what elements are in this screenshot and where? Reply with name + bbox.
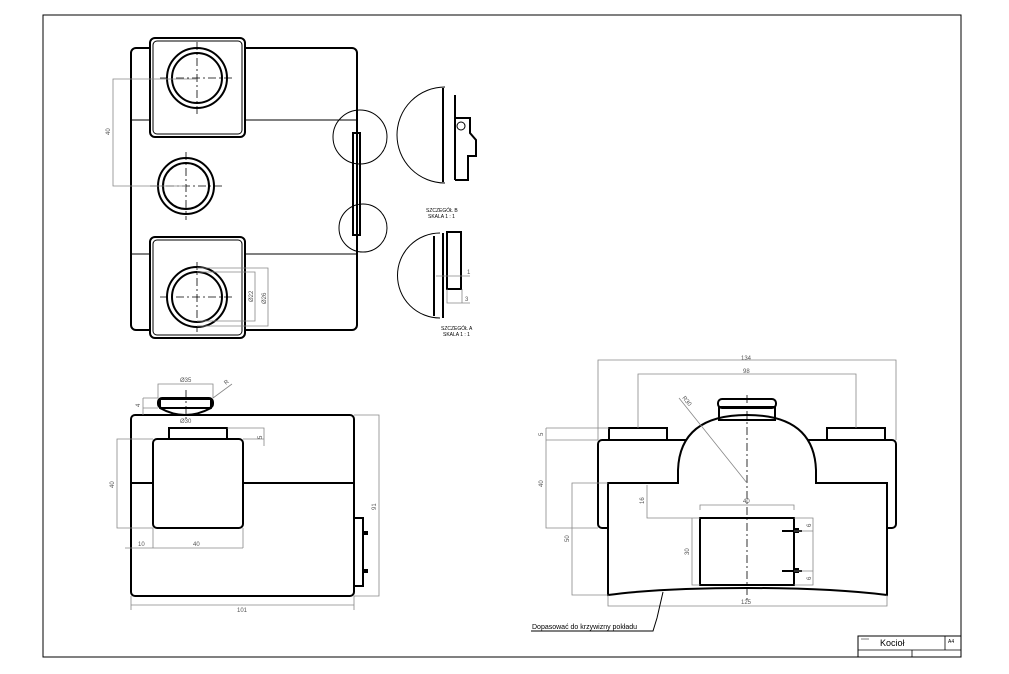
- dim-pad-spacing: 98: [743, 369, 750, 375]
- title-block: [857, 635, 962, 658]
- dim-height: 91: [372, 503, 378, 510]
- dim-offset: 10: [138, 542, 145, 548]
- drawing-title: Kocioł: [880, 638, 905, 648]
- dim-cap-dia: Ø35: [180, 378, 192, 384]
- sheet-size: A4: [948, 639, 954, 645]
- note-text: Dopasować do krzywizny pokładu: [532, 624, 637, 631]
- dim-door-height: 30: [685, 548, 691, 555]
- dim-cap-inner-dia: Ø30: [180, 419, 192, 425]
- detail-b-label: SZCZEGÓŁ B: [426, 207, 458, 214]
- dim-inner-dia: Ø22: [249, 290, 255, 302]
- dim-total-width: 134: [741, 356, 752, 362]
- dim-upper-h: 40: [539, 480, 545, 487]
- front-view: [116, 383, 380, 610]
- dim-lower-h: 50: [565, 535, 571, 542]
- dim-detail-a-1: 1: [467, 270, 471, 276]
- dim-width: 101: [237, 608, 248, 614]
- top-view: [112, 37, 388, 339]
- dim-base-width: 125: [741, 600, 752, 606]
- dim-pad-h: 5: [539, 432, 545, 436]
- dim-box-w: 40: [193, 542, 200, 548]
- detail-a-scale: SKALA 1 : 1: [443, 332, 470, 338]
- detail-b-scale: SKALA 1 : 1: [428, 214, 455, 220]
- dim-door-top: 16: [640, 497, 646, 504]
- dim-box-h: 40: [110, 481, 116, 488]
- side-view: [545, 359, 897, 607]
- dim-cap-radius: R: [223, 379, 231, 387]
- dim-lid-h: 5: [258, 435, 264, 439]
- dim-detail-a-3: 3: [465, 297, 469, 303]
- detail-a: [397, 231, 470, 319]
- dim-cap-h: 4: [136, 403, 142, 407]
- detail-a-label: SZCZEGÓŁ A: [441, 325, 473, 332]
- dim-outer-dia: Ø26: [262, 292, 268, 304]
- dim-hinge-bottom: 6: [807, 576, 813, 580]
- dim-hinge-top: 6: [807, 523, 813, 527]
- detail-b: [396, 86, 477, 184]
- note-leader: [531, 591, 664, 632]
- sheet-border: [42, 14, 962, 658]
- dim-door-width: 40: [743, 499, 750, 505]
- dim-top-spacing: 40: [106, 128, 112, 135]
